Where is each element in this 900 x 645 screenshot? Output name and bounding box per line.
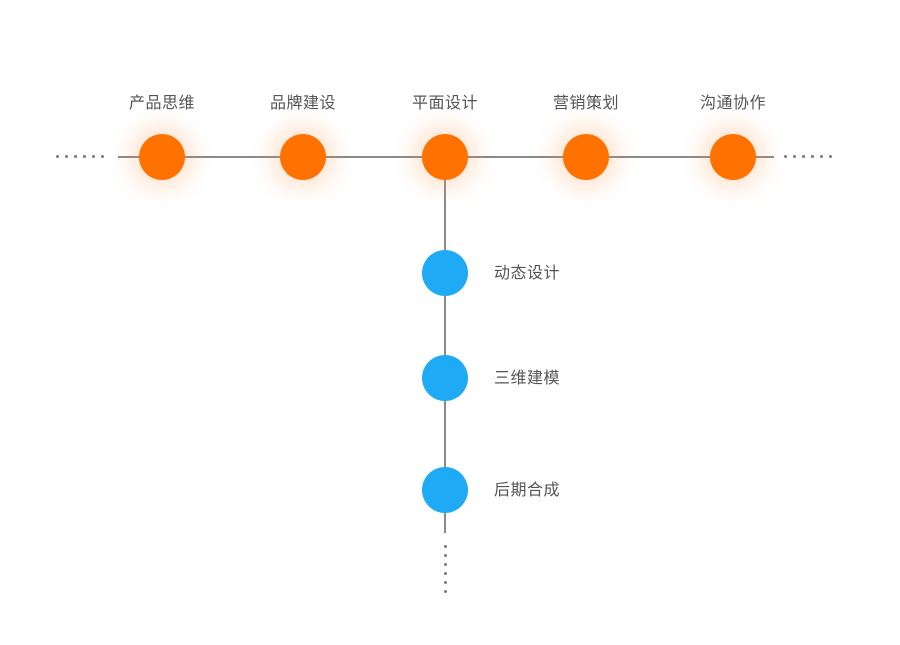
stage-label: 产品思维 <box>128 93 195 112</box>
stage-label: 沟通协作 <box>699 93 766 112</box>
connector-line <box>609 156 710 158</box>
stage-node-orange <box>422 134 468 180</box>
branch-line <box>444 513 446 533</box>
branch-label: 动态设计 <box>494 263 561 282</box>
right-continuation-dots <box>784 151 832 161</box>
connector-line <box>756 156 774 158</box>
connector-line <box>468 156 564 158</box>
branch-node-blue <box>422 467 468 513</box>
connector-line <box>185 156 280 158</box>
connector-line <box>326 156 423 158</box>
stage-node-orange <box>280 134 326 180</box>
stage-node-orange <box>563 134 609 180</box>
branch-label: 后期合成 <box>494 480 561 499</box>
stage-label: 营销策划 <box>552 93 619 112</box>
stage-label: 平面设计 <box>411 93 478 112</box>
branch-line <box>444 401 446 467</box>
stage-label: 品牌建设 <box>269 93 336 112</box>
branch-line <box>444 296 446 355</box>
bottom-continuation-dots <box>443 545 447 593</box>
branch-node-blue <box>422 355 468 401</box>
branch-node-blue <box>422 250 468 296</box>
connector-line <box>118 156 140 158</box>
left-continuation-dots <box>56 151 104 161</box>
stage-node-orange <box>139 134 185 180</box>
branch-label: 三维建模 <box>494 368 561 387</box>
stage-node-orange <box>710 134 756 180</box>
branch-line <box>444 180 446 250</box>
